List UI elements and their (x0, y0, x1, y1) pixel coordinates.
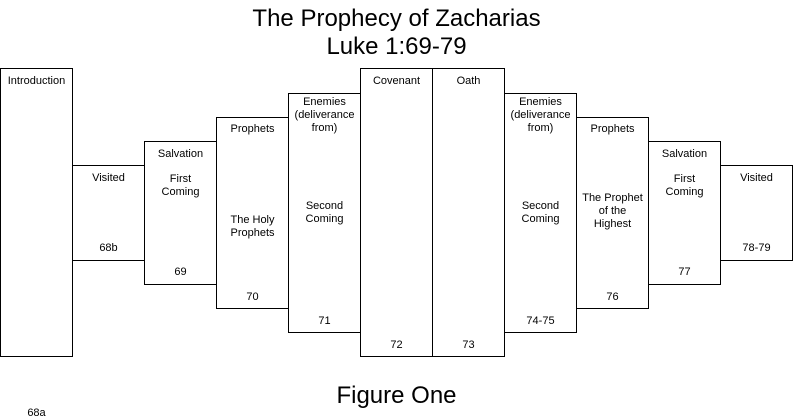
diagram-title: The Prophecy of Zacharias (252, 5, 541, 32)
verse-number: 70 (246, 291, 259, 303)
column-heading: Prophets (230, 123, 275, 135)
column-description: First Coming (665, 173, 704, 198)
verse-column: Enemies (deliverance from) Second Coming 7… (288, 93, 361, 333)
column-description: Second Coming (521, 200, 560, 225)
verse-number: 71 (318, 315, 331, 327)
column-heading: Covenant (372, 75, 421, 87)
verse-number: 72 (390, 339, 403, 351)
verse-column: Visited 68b (72, 165, 145, 261)
column-heading: Introduction (7, 75, 66, 87)
column-heading: Oath (456, 75, 481, 87)
verse-column: Visited 78-79 (720, 165, 793, 261)
column-heading: Salvation (157, 148, 204, 160)
verse-column: Oath 73 (432, 68, 505, 357)
verse-number: 69 (174, 266, 187, 278)
column-description: The Prophet of the Highest (582, 192, 643, 230)
verse-number: 77 (678, 266, 691, 278)
column-description: Second Coming (305, 200, 344, 225)
verse-number: 74-75 (526, 315, 555, 327)
verse-number: 68b (99, 242, 118, 254)
diagram-subtitle: Luke 1:69-79 (326, 33, 467, 60)
column-heading: Enemies (deliverance from) (294, 96, 355, 134)
column-heading: Enemies (deliverance from) (510, 96, 571, 134)
column-heading: Visited (92, 172, 125, 184)
verse-number: 73 (462, 339, 475, 351)
column-heading: Visited (740, 172, 773, 184)
verse-number: 78-79 (742, 242, 771, 254)
column-heading: Salvation (661, 148, 708, 160)
verse-column: Enemies (deliverance from) Second Coming 7… (504, 93, 577, 333)
column-heading: Prophets (590, 123, 635, 135)
column-description: The Holy Prophets (230, 214, 275, 239)
verse-number: 76 (606, 291, 619, 303)
column-description: First Coming (161, 173, 200, 198)
figure-caption: Figure One (336, 382, 457, 409)
verse-column: Covenant 72 (360, 68, 433, 357)
